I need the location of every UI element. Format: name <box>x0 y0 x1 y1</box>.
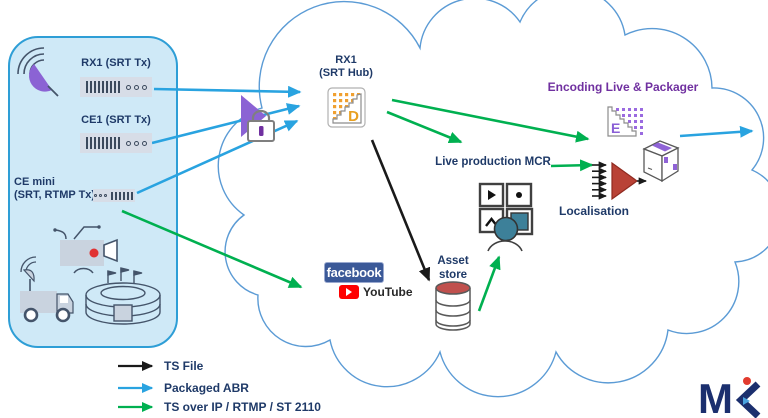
satellite-truck-icon <box>20 256 74 323</box>
legend-ts-over-ip: TS over IP / RTMP / ST 2110 <box>164 400 321 414</box>
live-production-mcr-label: Live production MCR <box>435 156 551 168</box>
ts-file-arrow <box>370 139 431 282</box>
localisation-label: Localisation <box>558 204 629 218</box>
cemini-device <box>93 189 135 202</box>
mcr-switcher-icon <box>478 182 534 252</box>
svg-text:M: M <box>698 375 733 418</box>
device-leds-icon <box>93 194 107 197</box>
srt-hub-label: RX1 (SRT Hub) <box>319 54 373 79</box>
legend-packaged-abr: Packaged ABR <box>164 381 249 395</box>
ce1-device-label: CE1 (SRT Tx) <box>81 114 151 126</box>
cemini-device-label: CE mini (SRT, RTMP Tx) <box>14 176 96 201</box>
ts-over-ip-arrows <box>121 98 594 312</box>
legend-ts-file: TS File <box>164 359 204 373</box>
satellite-dish-icon <box>17 47 59 97</box>
asset-store-icon <box>435 281 471 331</box>
rx1-device-label: RX1 (SRT Tx) <box>81 57 151 69</box>
localisation-funnel-icon <box>592 161 647 201</box>
stadium-icon <box>85 267 161 325</box>
youtube-wordmark: YouTube <box>363 285 413 299</box>
device-vents-icon <box>85 81 120 93</box>
legend-arrows <box>118 360 154 413</box>
device-vents-icon <box>110 191 135 200</box>
youtube-logo: YouTube <box>339 285 413 299</box>
encoding-packager-label: Encoding Live & Packager <box>547 80 699 94</box>
facebook-logo: facebook <box>324 262 384 283</box>
device-vents-icon <box>85 137 120 149</box>
video-camera-icon <box>53 225 118 274</box>
asset-store-label: Asset store <box>437 255 469 281</box>
device-leds-icon <box>125 84 147 90</box>
device-leds-icon <box>125 140 147 146</box>
packager-box-icon <box>642 140 680 183</box>
encoder-icon: E <box>607 106 643 137</box>
ce1-device <box>80 133 152 153</box>
lock-icon <box>247 109 275 142</box>
srt-hub-icon: D <box>327 87 366 128</box>
youtube-play-icon <box>339 285 359 299</box>
svg-text:D: D <box>348 108 359 125</box>
svg-text:E: E <box>611 120 620 136</box>
rx1-device <box>80 77 152 97</box>
mk-logo: M <box>698 375 761 418</box>
